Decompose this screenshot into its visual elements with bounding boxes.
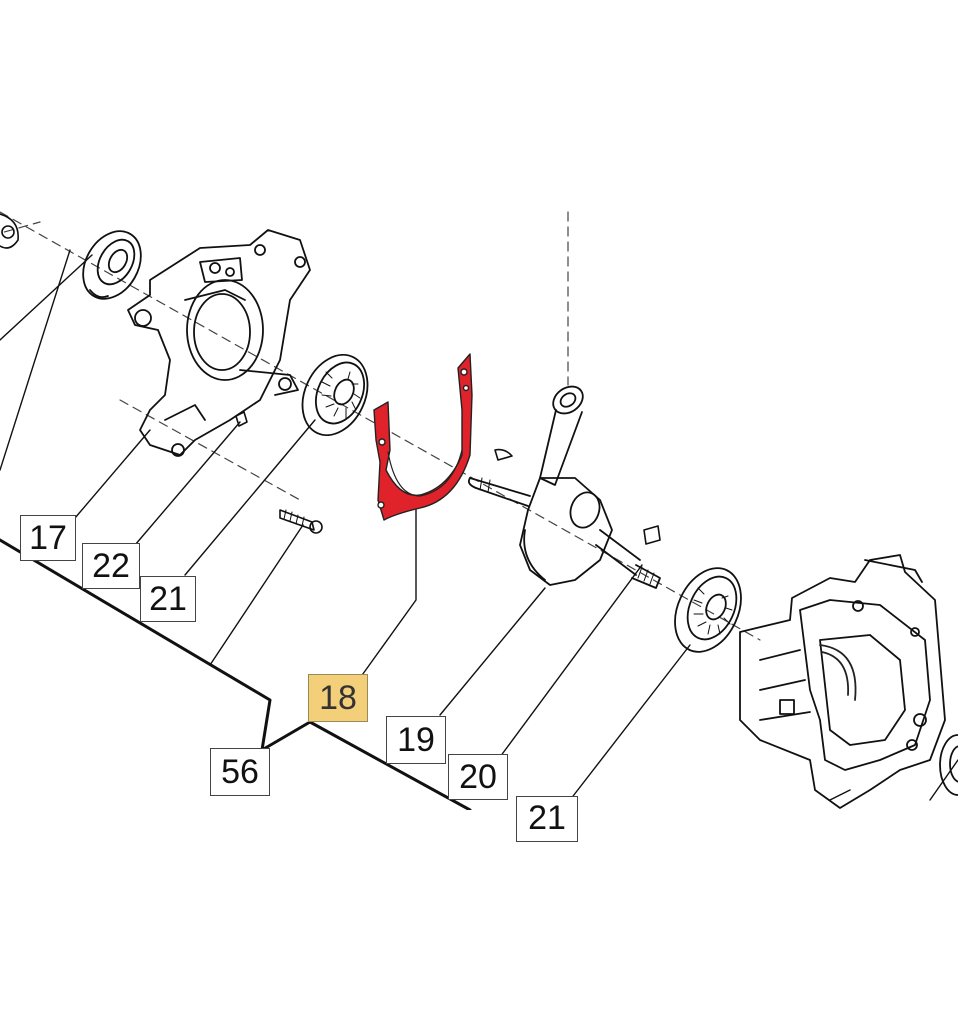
seal-right-edge [939,734,958,796]
callout-18-highlighted: 18 [308,674,368,722]
bearing-right-part [674,567,742,653]
callout-21-right-clip: 21 [516,796,578,842]
key-part [235,411,248,427]
oil-seal-part [82,230,142,300]
callout-21-right: 21 [516,796,578,842]
seal-left-edge [0,213,19,249]
callout-22: 22 [82,543,140,589]
crankcase-left-part [127,229,311,457]
screw-part [279,509,323,534]
woodruff-key-part [494,448,513,461]
callout-20: 20 [448,754,508,800]
crankshaft-part [467,385,661,589]
callout-21-left: 21 [140,576,196,622]
callout-56: 56 [210,748,270,796]
key-20-part [643,525,661,545]
leader-lines [0,249,958,801]
gasket-part-18 [373,353,473,521]
bearing-left-part [301,353,369,437]
callout-19: 19 [386,716,446,764]
callout-17: 17 [20,515,76,561]
crankcase-right-part [739,554,946,809]
